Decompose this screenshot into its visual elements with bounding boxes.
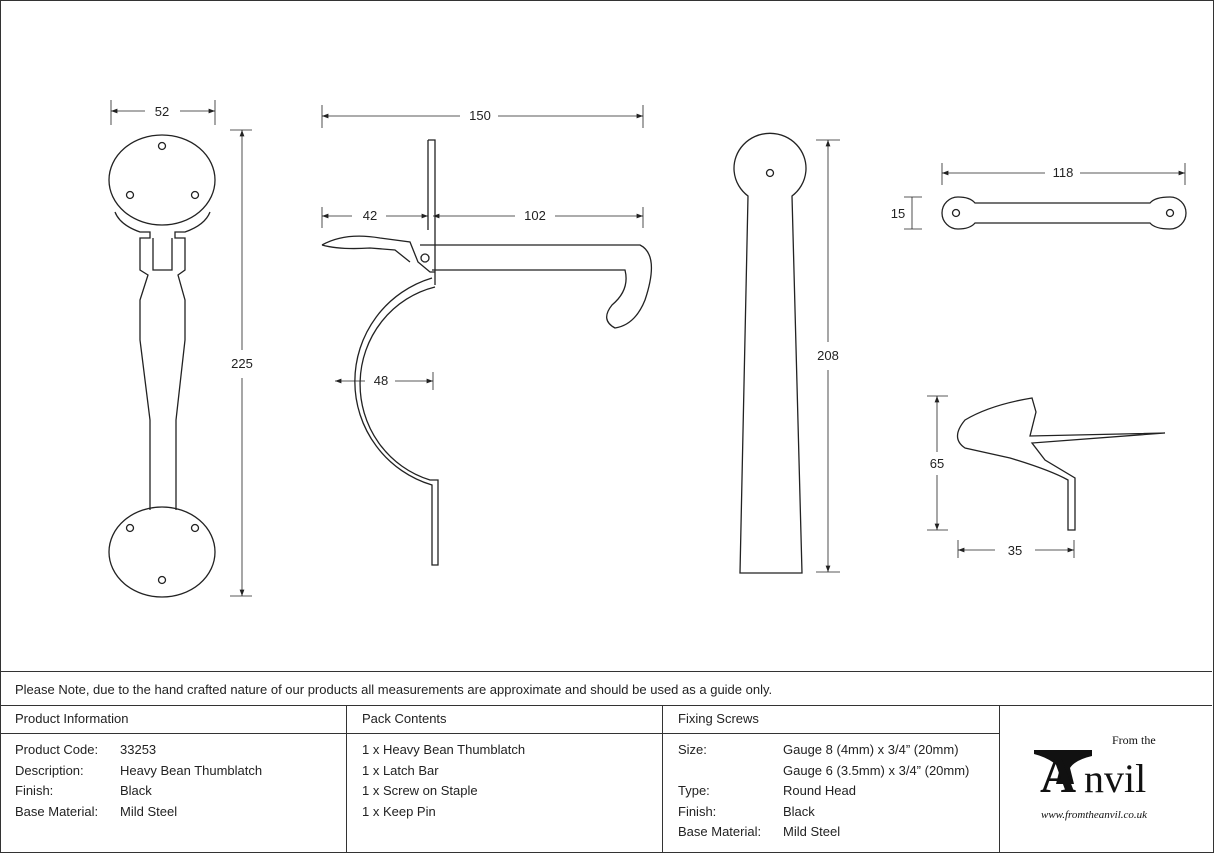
dim-latch-arc: 48 (374, 373, 388, 388)
from-the-anvil-logo: A From the nvil www.fromtheanvil.co.uk (1000, 706, 1213, 852)
screw-label: Base Material: (678, 824, 762, 839)
logo-brand: nvil (1084, 756, 1146, 801)
latch-dimensions (321, 105, 644, 390)
pack-item: 1 x Screw on Staple (362, 783, 478, 798)
info-row: Description: Heavy Bean Thumblatch (15, 761, 346, 782)
info-label: Base Material: (15, 803, 99, 819)
info-row: Finish: Black (15, 781, 346, 802)
info-value: Mild Steel (120, 803, 178, 819)
screw-label: Type: (678, 783, 710, 798)
info-value: Heavy Bean Thumblatch (120, 762, 263, 778)
pack-item: 1 x Latch Bar (362, 762, 439, 778)
dim-latch-bar: 102 (524, 208, 546, 223)
anvil-logo-graphic: A From the nvil www.fromtheanvil.co.uk (1034, 733, 1156, 821)
handle-dimensions (110, 100, 252, 597)
screw-row: Base Material: Mild Steel (678, 822, 999, 843)
logo-url: www.fromtheanvil.co.uk (1041, 809, 1148, 821)
measurement-note: Please Note, due to the hand crafted nat… (0, 671, 1212, 706)
info-label: Description: (15, 762, 84, 778)
staple-drawing (956, 397, 1166, 531)
pack-contents-panel: Pack Contents 1 x Heavy Bean Thumblatch … (347, 706, 663, 852)
dim-staple-height: 65 (930, 456, 944, 471)
dim-staple-depth: 35 (1008, 543, 1022, 558)
screw-value: Black (783, 803, 815, 819)
screw-label: Size: (678, 742, 707, 757)
screw-label: Finish: (678, 803, 717, 819)
technical-drawing: 52 225 150 42 102 48 208 118 1 (108, 100, 1187, 598)
handle-drawing (108, 134, 216, 598)
screw-value: Gauge 6 (3.5mm) x 3/4” (20mm) (783, 762, 970, 778)
dim-bar-length: 118 (1053, 165, 1074, 180)
screw-row: Type: Round Head (678, 781, 999, 802)
info-label: Product Code: (15, 742, 99, 757)
keeper-dimensions (816, 139, 840, 573)
product-info-panel: Product Information Product Code: 33253 D… (0, 706, 347, 852)
info-row: Product Code: 33253 (15, 740, 346, 761)
info-value: Black (120, 783, 152, 798)
screw-value: Mild Steel (783, 824, 841, 839)
keeper-plate-drawing (733, 132, 807, 574)
screw-row: Finish: Black (678, 802, 999, 823)
dim-bar-height: 15 (891, 206, 905, 221)
pack-item: 1 x Heavy Bean Thumblatch (362, 742, 526, 757)
product-info-heading: Product Information (0, 706, 346, 734)
logo-a: A (1040, 747, 1076, 803)
dim-keeper-height: 208 (817, 348, 839, 363)
latch-drawing (321, 139, 653, 566)
info-value: 33253 (120, 742, 157, 757)
screw-value: Gauge 8 (4mm) x 3/4” (20mm) (783, 742, 959, 757)
fixing-screws-heading: Fixing Screws (663, 706, 999, 734)
info-label: Finish: (15, 783, 54, 798)
bar-dimensions (904, 163, 1186, 230)
fixing-screws-panel: Fixing Screws Size: Gauge 8 (4mm) x 3/4” … (663, 706, 1000, 852)
pack-item: 1 x Keep Pin (362, 803, 436, 819)
screw-value: Round Head (783, 783, 856, 798)
bar-plate-drawing (941, 196, 1187, 230)
anvil-icon (1034, 750, 1092, 784)
info-row: Base Material: Mild Steel (15, 802, 346, 823)
staple-dimensions (927, 395, 1075, 558)
screw-label (678, 761, 783, 782)
pack-contents-heading: Pack Contents (347, 706, 662, 734)
screw-row: Size: Gauge 8 (4mm) x 3/4” (20mm) (678, 740, 999, 761)
screw-row: Gauge 6 (3.5mm) x 3/4” (20mm) (678, 761, 999, 782)
dim-latch-total: 150 (469, 108, 491, 123)
dim-handle-height: 225 (231, 356, 253, 371)
dim-latch-front: 42 (363, 208, 377, 223)
dim-handle-width: 52 (155, 104, 169, 119)
logo-from-the: From the (1112, 733, 1156, 747)
